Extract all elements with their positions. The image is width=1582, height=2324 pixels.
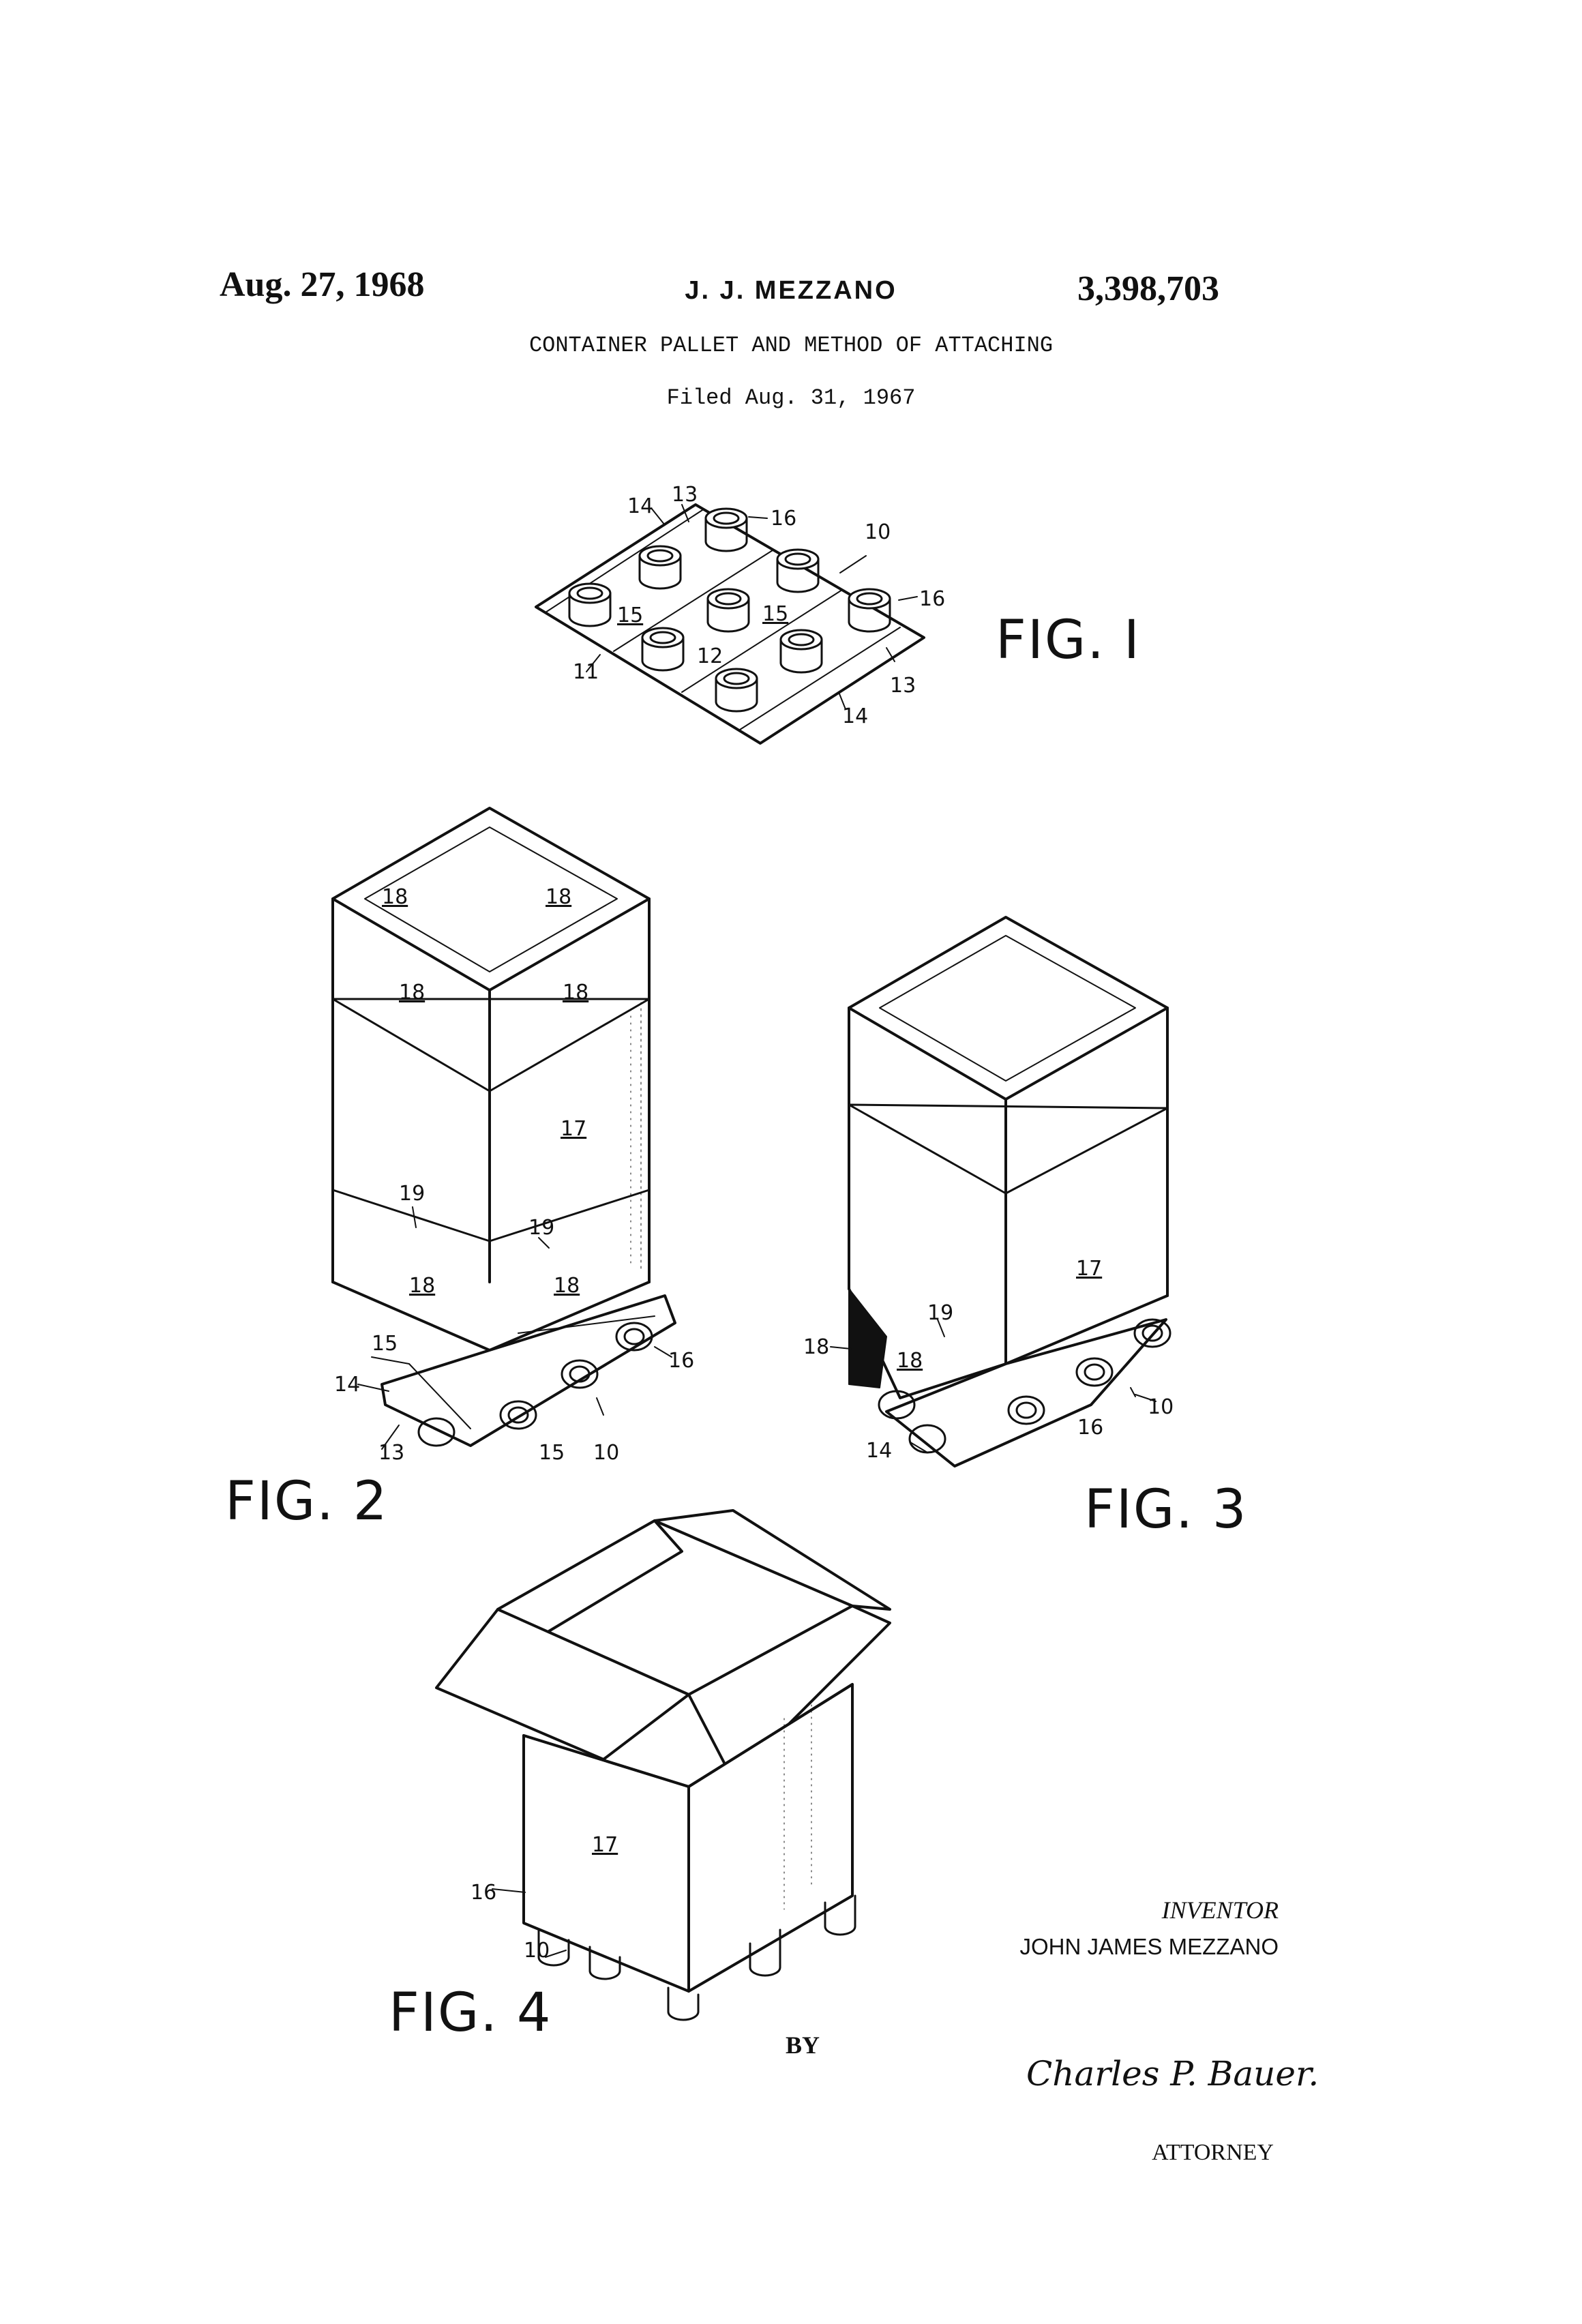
fig1-ref-15: 15 [617, 604, 643, 627]
fig1-ref-12: 12 [697, 644, 723, 668]
fig3-carton-drawing: 17 19 18 18 16 10 14 FIG. 3 [803, 917, 1248, 1540]
fig2-ref-15a: 15 [372, 1332, 398, 1356]
fig1-ref-16b: 16 [919, 587, 945, 611]
fig1-ref-16: 16 [771, 507, 796, 531]
fig1-ref-15b: 15 [762, 602, 788, 626]
fig1-ref-13: 13 [672, 483, 698, 507]
fig4-label: FIG. 4 [389, 1982, 552, 2044]
fig2-ref-18d: 18 [563, 981, 588, 1004]
fig2-carton-drawing: 18 18 18 18 17 19 19 18 18 15 14 16 13 1… [225, 808, 694, 1532]
fig2-ref-16: 16 [668, 1349, 694, 1373]
fig4-open-box-drawing: 17 16 10 FIG. 4 [389, 1510, 890, 2044]
fig3-label: FIG. 3 [1084, 1479, 1248, 1540]
fig2-ref-14: 14 [334, 1373, 360, 1397]
inventor-label: INVENTOR [1019, 1896, 1279, 1924]
fig3-ref-10: 10 [1148, 1395, 1174, 1419]
fig4-ref-17: 17 [592, 1833, 618, 1857]
fig2-ref-15b: 15 [539, 1441, 565, 1465]
fig2-ref-18e: 18 [409, 1274, 435, 1298]
fig3-ref-17: 17 [1076, 1257, 1102, 1281]
fig1-ref-14b: 14 [842, 704, 868, 728]
fig2-ref-18a: 18 [382, 885, 408, 909]
fig1-ref-14: 14 [627, 494, 653, 518]
fig3-ref-14: 14 [866, 1439, 892, 1463]
attorney-label: ATTORNEY [1152, 2140, 1274, 2166]
fig2-ref-18f: 18 [554, 1274, 580, 1298]
fig3-ref-16: 16 [1077, 1416, 1103, 1440]
inventor-name: JOHN JAMES MEZZANO [1019, 1934, 1279, 1960]
fig4-ref-10: 10 [524, 1939, 550, 1963]
fig1-ref-10: 10 [865, 520, 891, 544]
fig2-ref-19a: 19 [399, 1182, 425, 1206]
fig2-ref-17: 17 [561, 1117, 586, 1141]
fig3-ref-18a: 18 [803, 1335, 829, 1359]
fig1-ref-11: 11 [573, 660, 599, 684]
fig2-ref-19b: 19 [528, 1216, 554, 1240]
fig2-ref-18c: 18 [399, 981, 425, 1004]
by-label: BY [786, 2031, 820, 2059]
fig1-ref-13b: 13 [890, 674, 916, 698]
fig2-ref-13: 13 [378, 1441, 404, 1465]
fig3-ref-19: 19 [927, 1301, 953, 1325]
fig1-label: FIG. I [996, 610, 1141, 671]
fig2-ref-18b: 18 [546, 885, 571, 909]
inventor-block: INVENTOR JOHN JAMES MEZZANO [1019, 1896, 1279, 1960]
fig1-pallet-drawing: 14 13 16 10 16 15 15 12 11 13 14 FIG. I [536, 483, 1141, 743]
fig2-label: FIG. 2 [225, 1471, 389, 1532]
fig2-ref-10: 10 [593, 1441, 619, 1465]
fig4-ref-16: 16 [471, 1881, 496, 1905]
attorney-signature: Charles P. Bauer. [1026, 2054, 1319, 2094]
fig3-ref-18b: 18 [897, 1349, 923, 1373]
